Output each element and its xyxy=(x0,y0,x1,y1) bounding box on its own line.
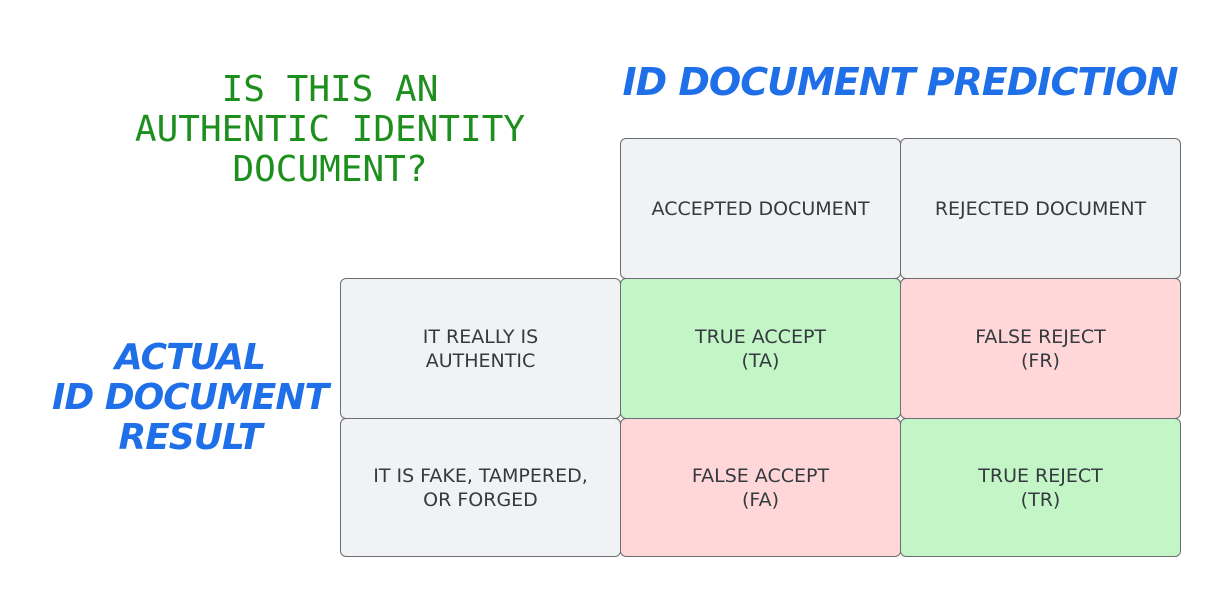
column-header-rejected: REJECTED DOCUMENT xyxy=(900,138,1181,279)
cell-true-accept: TRUE ACCEPT (TA) xyxy=(620,278,901,419)
cell-false-reject: FALSE REJECT (FR) xyxy=(900,278,1181,419)
column-header-accepted: ACCEPTED DOCUMENT xyxy=(620,138,901,279)
row-header-fake: IT IS FAKE, TAMPERED, OR FORGED xyxy=(340,418,621,557)
cell-false-accept: FALSE ACCEPT (FA) xyxy=(620,418,901,557)
row-header-authentic: IT REALLY IS AUTHENTIC xyxy=(340,278,621,419)
actual-axis-title: ACTUAL ID DOCUMENT RESULT xyxy=(51,337,329,458)
cell-true-reject: TRUE REJECT (TR) xyxy=(900,418,1181,557)
prediction-axis-title: ID DOCUMENT PREDICTION xyxy=(622,60,1178,104)
question-title: IS THIS AN AUTHENTIC IDENTITY DOCUMENT? xyxy=(134,69,526,190)
